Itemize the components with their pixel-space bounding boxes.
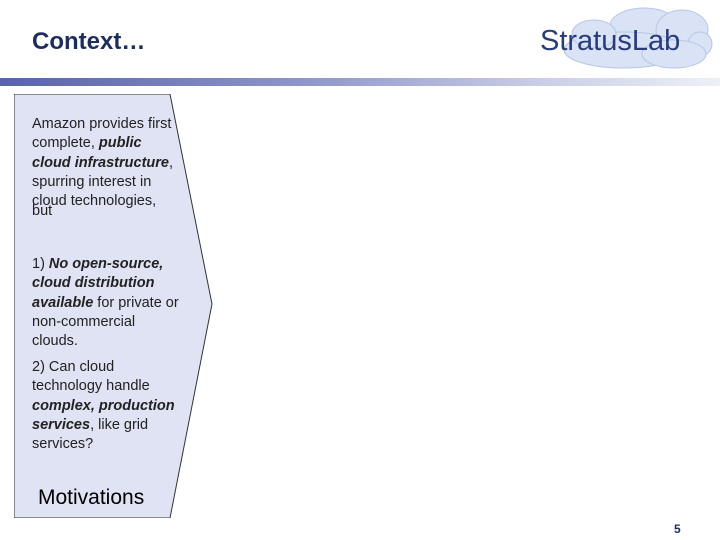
paragraph-open-source: 1) No open-source, cloud distribution av… xyxy=(32,256,179,350)
header-rule xyxy=(0,78,720,86)
paragraph-amazon: Amazon provides first complete, public c… xyxy=(32,116,173,220)
cloud-shape xyxy=(563,7,713,69)
slide-title: Context… xyxy=(32,28,146,55)
logo-text: StratusLab xyxy=(540,25,680,57)
paragraph-production: 2) Can cloud technology handle complex, … xyxy=(32,359,175,453)
stratuslab-logo: StratusLab xyxy=(540,7,713,69)
motivations-label: Motivations xyxy=(38,486,145,509)
motivations-panel xyxy=(14,94,213,518)
page-number: 5 xyxy=(674,522,681,536)
